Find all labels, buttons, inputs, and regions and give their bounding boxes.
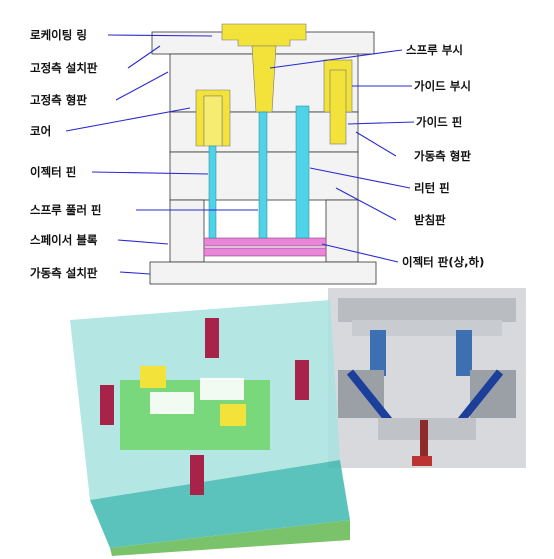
label-guide-pin: 가이드 핀 <box>416 115 463 129</box>
label-ejector-pin: 이젝터 핀 <box>30 165 77 179</box>
mold-photo-section <box>328 288 526 468</box>
label-moving-clamp-plate: 가동측 설치판 <box>30 266 98 280</box>
sprue-bush-shape <box>251 45 277 113</box>
label-spacer-block: 스페이서 블록 <box>30 233 98 247</box>
mold-3d-illustration <box>70 300 350 556</box>
return-pin-shape <box>295 105 310 239</box>
ejector-pin-shape <box>208 145 217 239</box>
label-locating-ring: 로케이팅 링 <box>30 28 87 42</box>
spacer-right-shape <box>325 199 359 263</box>
ejector-plate-lower-shape <box>203 247 327 257</box>
label-support-plate: 받침판 <box>414 213 446 227</box>
label-guide-bush: 가이드 부시 <box>414 79 471 93</box>
spacer-left-shape <box>169 199 205 263</box>
label-core: 코어 <box>30 124 52 138</box>
label-ejector-plate: 이젝터 판(상,하) <box>402 255 485 269</box>
label-moving-mold-plate: 가동측 형판 <box>414 149 471 163</box>
ejector-plate-upper-shape <box>203 237 327 247</box>
sprue-puller-pin-shape <box>258 111 268 239</box>
label-sprue-puller-pin: 스프루 풀러 핀 <box>30 203 102 217</box>
core-inner-shape <box>203 95 223 147</box>
locating-ring-shape <box>221 23 307 47</box>
bottom-clamp-plate-shape <box>149 261 377 285</box>
guide-pin-shape <box>329 69 347 145</box>
label-fixed-mold-plate: 고정측 형판 <box>30 93 87 107</box>
label-fixed-clamp-plate: 고정측 설치판 <box>30 61 98 75</box>
label-return-pin: 리턴 핀 <box>414 181 450 195</box>
label-sprue-bush: 스프루 부시 <box>406 43 463 57</box>
